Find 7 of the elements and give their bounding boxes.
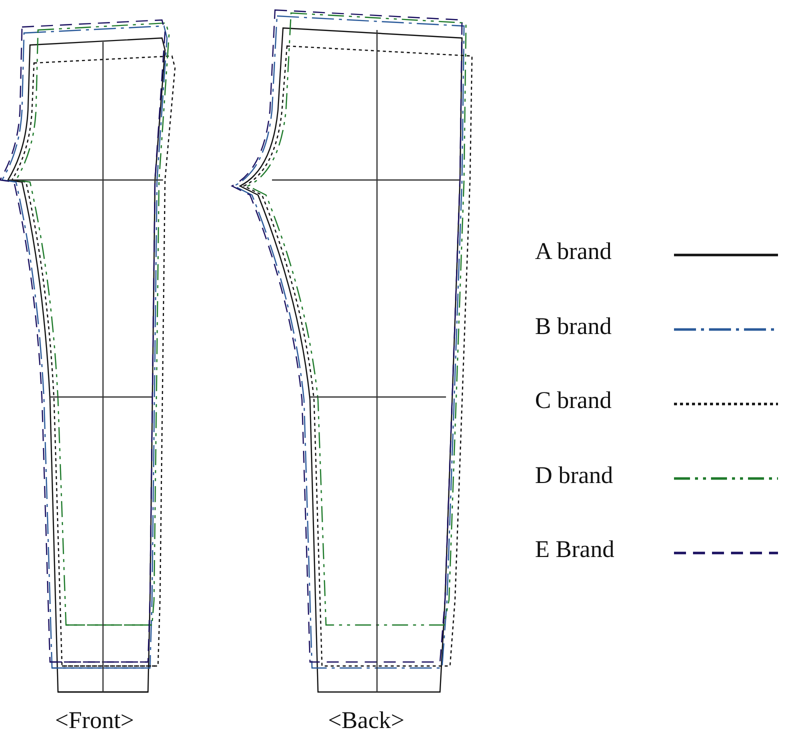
view-caption: <Front> bbox=[55, 708, 134, 735]
legend-label: B brand bbox=[535, 314, 612, 340]
legend-label: D brand bbox=[535, 462, 613, 490]
legend-label: E Brand bbox=[535, 537, 614, 564]
legend-label: C brand bbox=[535, 388, 612, 415]
view-caption: <Back> bbox=[328, 708, 404, 735]
legend-label: A brand bbox=[535, 239, 612, 266]
